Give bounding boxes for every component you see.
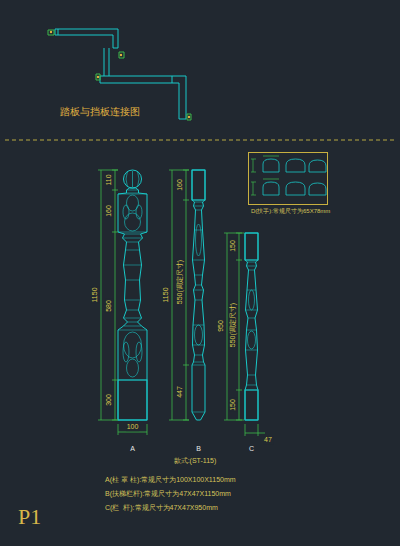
handrail-panel: D(扶手):常规尺寸为65X78mm bbox=[248, 152, 328, 205]
detail-marks bbox=[48, 30, 191, 120]
dimension-text: 110 bbox=[105, 173, 113, 186]
dimension-text: 150 bbox=[229, 398, 237, 412]
divider-line bbox=[5, 140, 395, 141]
dimension-lines bbox=[98, 170, 265, 436]
dimension-text: 1150 bbox=[91, 286, 99, 303]
part-letter: B bbox=[196, 445, 201, 453]
handrail-profiles bbox=[263, 159, 326, 195]
spec-note: C(栏 杆):常规尺寸为47X47X950mm bbox=[105, 504, 218, 512]
dimension-text: 550(调定尺寸) bbox=[176, 259, 184, 305]
page-number: P1 bbox=[18, 505, 41, 529]
dimension-text: 550(调定尺寸) bbox=[229, 302, 237, 348]
tread-riser-detail bbox=[55, 29, 186, 119]
dimension-text: 150 bbox=[229, 239, 237, 253]
part-letter: A bbox=[130, 445, 135, 453]
detail-markers bbox=[50, 31, 190, 118]
dimension-text: 160 bbox=[176, 178, 184, 192]
handrail-note: D(扶手):常规尺寸为65X78mm bbox=[251, 208, 330, 215]
dimension-text: 580 bbox=[105, 299, 113, 313]
dimension-text: 1150 bbox=[162, 286, 170, 303]
dimension-text: 447 bbox=[176, 385, 184, 399]
spec-note: B(扶梯栏杆):常规尺寸为47X47X1150mm bbox=[105, 490, 231, 498]
dimension-text: 100 bbox=[126, 423, 140, 431]
handrail-dim-marks bbox=[251, 156, 279, 195]
spec-note: A(柱 罩 柱):常规尺寸为100X100X1150mm bbox=[105, 476, 236, 484]
figure-caption: 踏板与挡板连接图 bbox=[60, 106, 140, 117]
style-code: 款式:(ST-115) bbox=[174, 457, 217, 465]
baluster-drawings bbox=[118, 170, 258, 420]
dimension-text: 47 bbox=[263, 436, 273, 444]
part-letter: C bbox=[249, 445, 254, 453]
dimension-text: 160 bbox=[105, 204, 113, 218]
dimension-text: 950 bbox=[217, 319, 225, 333]
dimension-text: 300 bbox=[105, 393, 113, 407]
